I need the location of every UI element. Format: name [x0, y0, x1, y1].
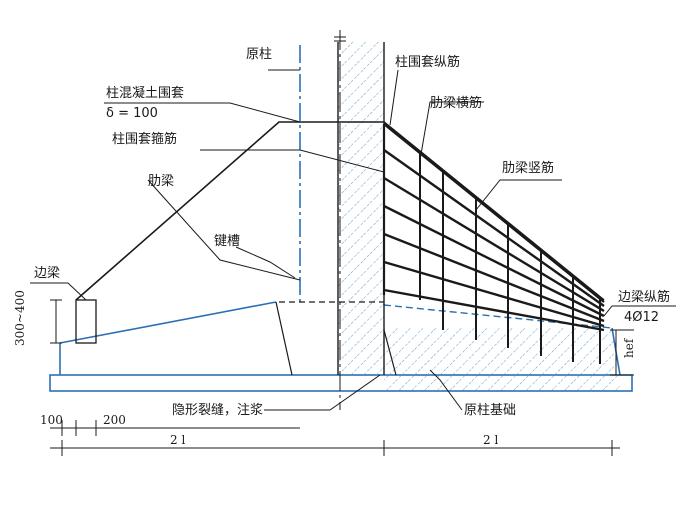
- label-rib-transverse: 肋梁横筋: [430, 95, 482, 111]
- original-column: [299, 30, 385, 410]
- label-column-jacket: 柱混凝土围套: [106, 85, 184, 101]
- label-edge-beam-rebar-spec: 4Ø12: [624, 310, 659, 325]
- label-rib-beam: 肋梁: [148, 174, 174, 189]
- rib-beam: [75, 121, 605, 376]
- label-jacket-stirrup: 柱围套箍筋: [112, 131, 177, 147]
- leader-lines: [30, 69, 676, 411]
- dim-100: 100: [40, 413, 63, 427]
- label-hidden-crack: 隐形裂缝，注浆: [172, 403, 263, 418]
- label-rib-vertical: 肋梁竖筋: [502, 160, 554, 176]
- label-key-groove: 键槽: [214, 234, 240, 249]
- label-original-column: 原柱: [246, 47, 272, 62]
- label-delta: δ = 100: [106, 106, 158, 121]
- label-edge-beam: 边梁: [34, 266, 60, 281]
- dim-200: 200: [103, 413, 126, 427]
- rebar-cage: [382, 123, 605, 364]
- dim-span-right: 2 l: [483, 433, 498, 447]
- label-original-foundation: 原柱基础: [464, 403, 516, 418]
- dimension-lines: [50, 299, 634, 456]
- label-edge-beam-rebar: 边梁纵筋: [618, 289, 670, 305]
- dim-edge-beam-height: 300~400: [13, 290, 27, 346]
- dim-span-left: 2 l: [170, 433, 185, 447]
- label-hef: hef: [622, 337, 636, 358]
- label-jacket-longitudinal: 柱围套纵筋: [395, 54, 460, 70]
